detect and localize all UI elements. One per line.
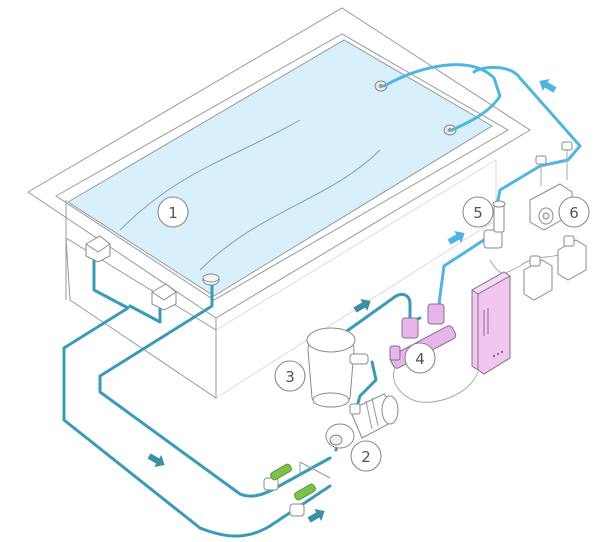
pool-basin [28, 8, 530, 398]
valve-handle-icon [269, 463, 292, 481]
flow-arrow-icon [536, 75, 559, 96]
svg-text:3: 3 [285, 368, 295, 386]
dosing-canister [524, 256, 552, 300]
flow-arrow-icon [306, 505, 329, 526]
valve-upper [264, 463, 293, 490]
floor-drain-icon [203, 274, 219, 285]
callout-filter: 3 [275, 361, 305, 391]
ozone-cable [393, 366, 478, 402]
ozone-generator [472, 272, 510, 374]
svg-text:1: 1 [168, 204, 178, 222]
callout-pool: 1 [158, 197, 188, 227]
svg-text:2: 2 [361, 448, 371, 466]
callout-dosing: 6 [559, 197, 589, 227]
svg-text:6: 6 [569, 204, 579, 222]
svg-text:5: 5 [473, 204, 483, 222]
valve-lower [290, 483, 317, 516]
callout-mixer: 5 [463, 197, 493, 227]
svg-text:4: 4 [415, 350, 425, 368]
dosing-canister [558, 236, 586, 280]
callout-pump: 2 [351, 441, 381, 471]
callout-injector: 4 [405, 343, 435, 373]
flow-arrow-icon [146, 450, 169, 471]
